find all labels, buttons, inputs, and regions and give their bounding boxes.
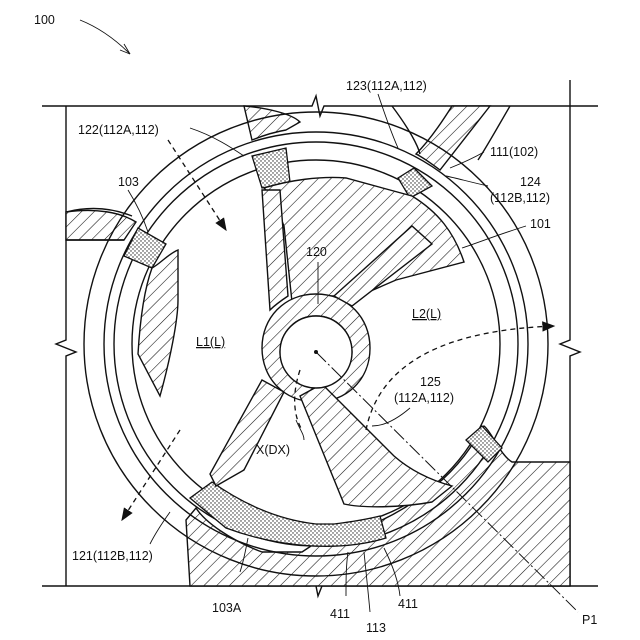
spoke-lower-left: [210, 380, 284, 486]
label-fig: 100: [34, 13, 55, 27]
housing-block-left: [66, 210, 136, 240]
label-101: 101: [530, 217, 551, 231]
label-120: 120: [306, 245, 327, 259]
housing-block-top: [244, 106, 300, 140]
label-L1: L1(L): [196, 335, 225, 349]
label-103: 103: [118, 175, 139, 189]
label-125-b: (112A,112): [394, 391, 454, 405]
label-124-a: 124: [520, 175, 541, 189]
label-122: 122(112A,112): [78, 123, 159, 137]
label-121: 121(112B,112): [72, 549, 153, 563]
label-X: X(DX): [256, 443, 290, 457]
vane-left: [138, 250, 178, 396]
label-123: 123(112A,112): [346, 79, 427, 93]
label-111: 111(102): [490, 145, 538, 159]
label-125-a: 125: [420, 375, 441, 389]
label-P1: P1: [582, 613, 597, 627]
label-124-b: (112B,112): [490, 191, 550, 205]
label-103A: 103A: [212, 601, 242, 615]
housing-block-top-right: [416, 106, 490, 170]
label-L2: L2(L): [412, 307, 441, 321]
label-113: 113: [366, 621, 386, 635]
label-411-b: 411: [398, 597, 418, 611]
label-411-a: 411: [330, 607, 350, 621]
